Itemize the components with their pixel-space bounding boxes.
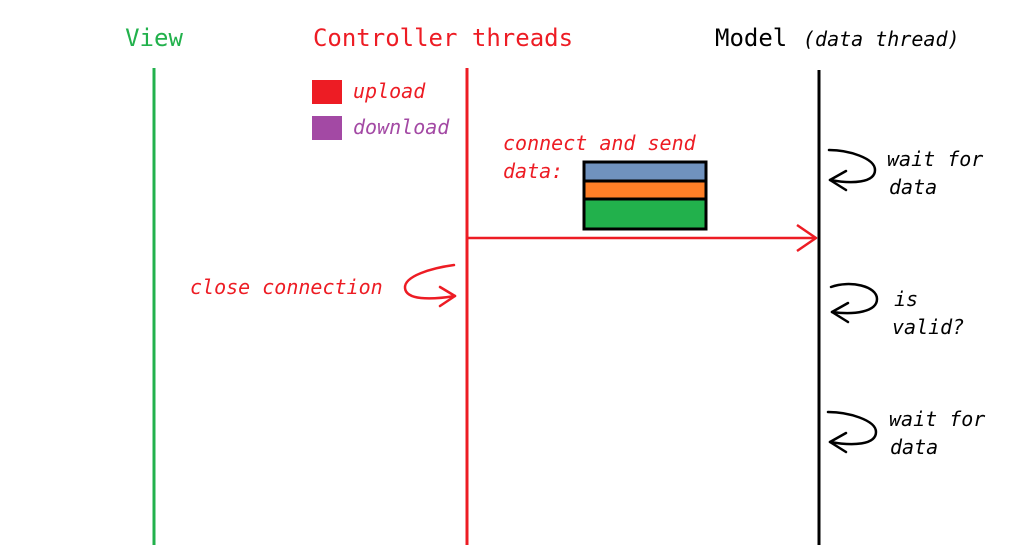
download-legend-label: download [353,115,450,139]
message-label-line1: connect and send [503,131,697,155]
packet-segment-blue [584,162,706,181]
wait-note-2-line2: data [890,435,938,459]
message-label-line2: data: [503,159,563,183]
view-header: View [125,24,183,52]
validate-note-line2: valid? [892,315,964,339]
model-subheader: (data thread) [803,27,960,51]
controller-header: Controller threads [313,24,573,52]
upload-legend-label: upload [353,79,426,103]
wait-loop-2 [826,410,878,454]
packet-border [582,160,708,231]
validate-loop [829,282,879,324]
close-connection-label: close connection [190,275,383,299]
send-arrow [467,223,818,253]
validate-note-line1: is [894,287,918,311]
wait-note-1-line2: data [889,175,937,199]
wait-loop-1 [827,148,877,192]
wait-note-1-line1: wait for [887,147,983,171]
packet-segment-orange [584,181,706,199]
close-connection-loop [403,263,457,308]
wait-note-2-line1: wait for [889,407,985,431]
send-arrowhead [796,223,818,253]
upload-legend-swatch [312,80,342,104]
packet-segment-green [584,199,706,229]
download-legend-swatch [312,116,342,140]
model-header: Model [715,24,787,52]
data-packet [582,160,708,231]
